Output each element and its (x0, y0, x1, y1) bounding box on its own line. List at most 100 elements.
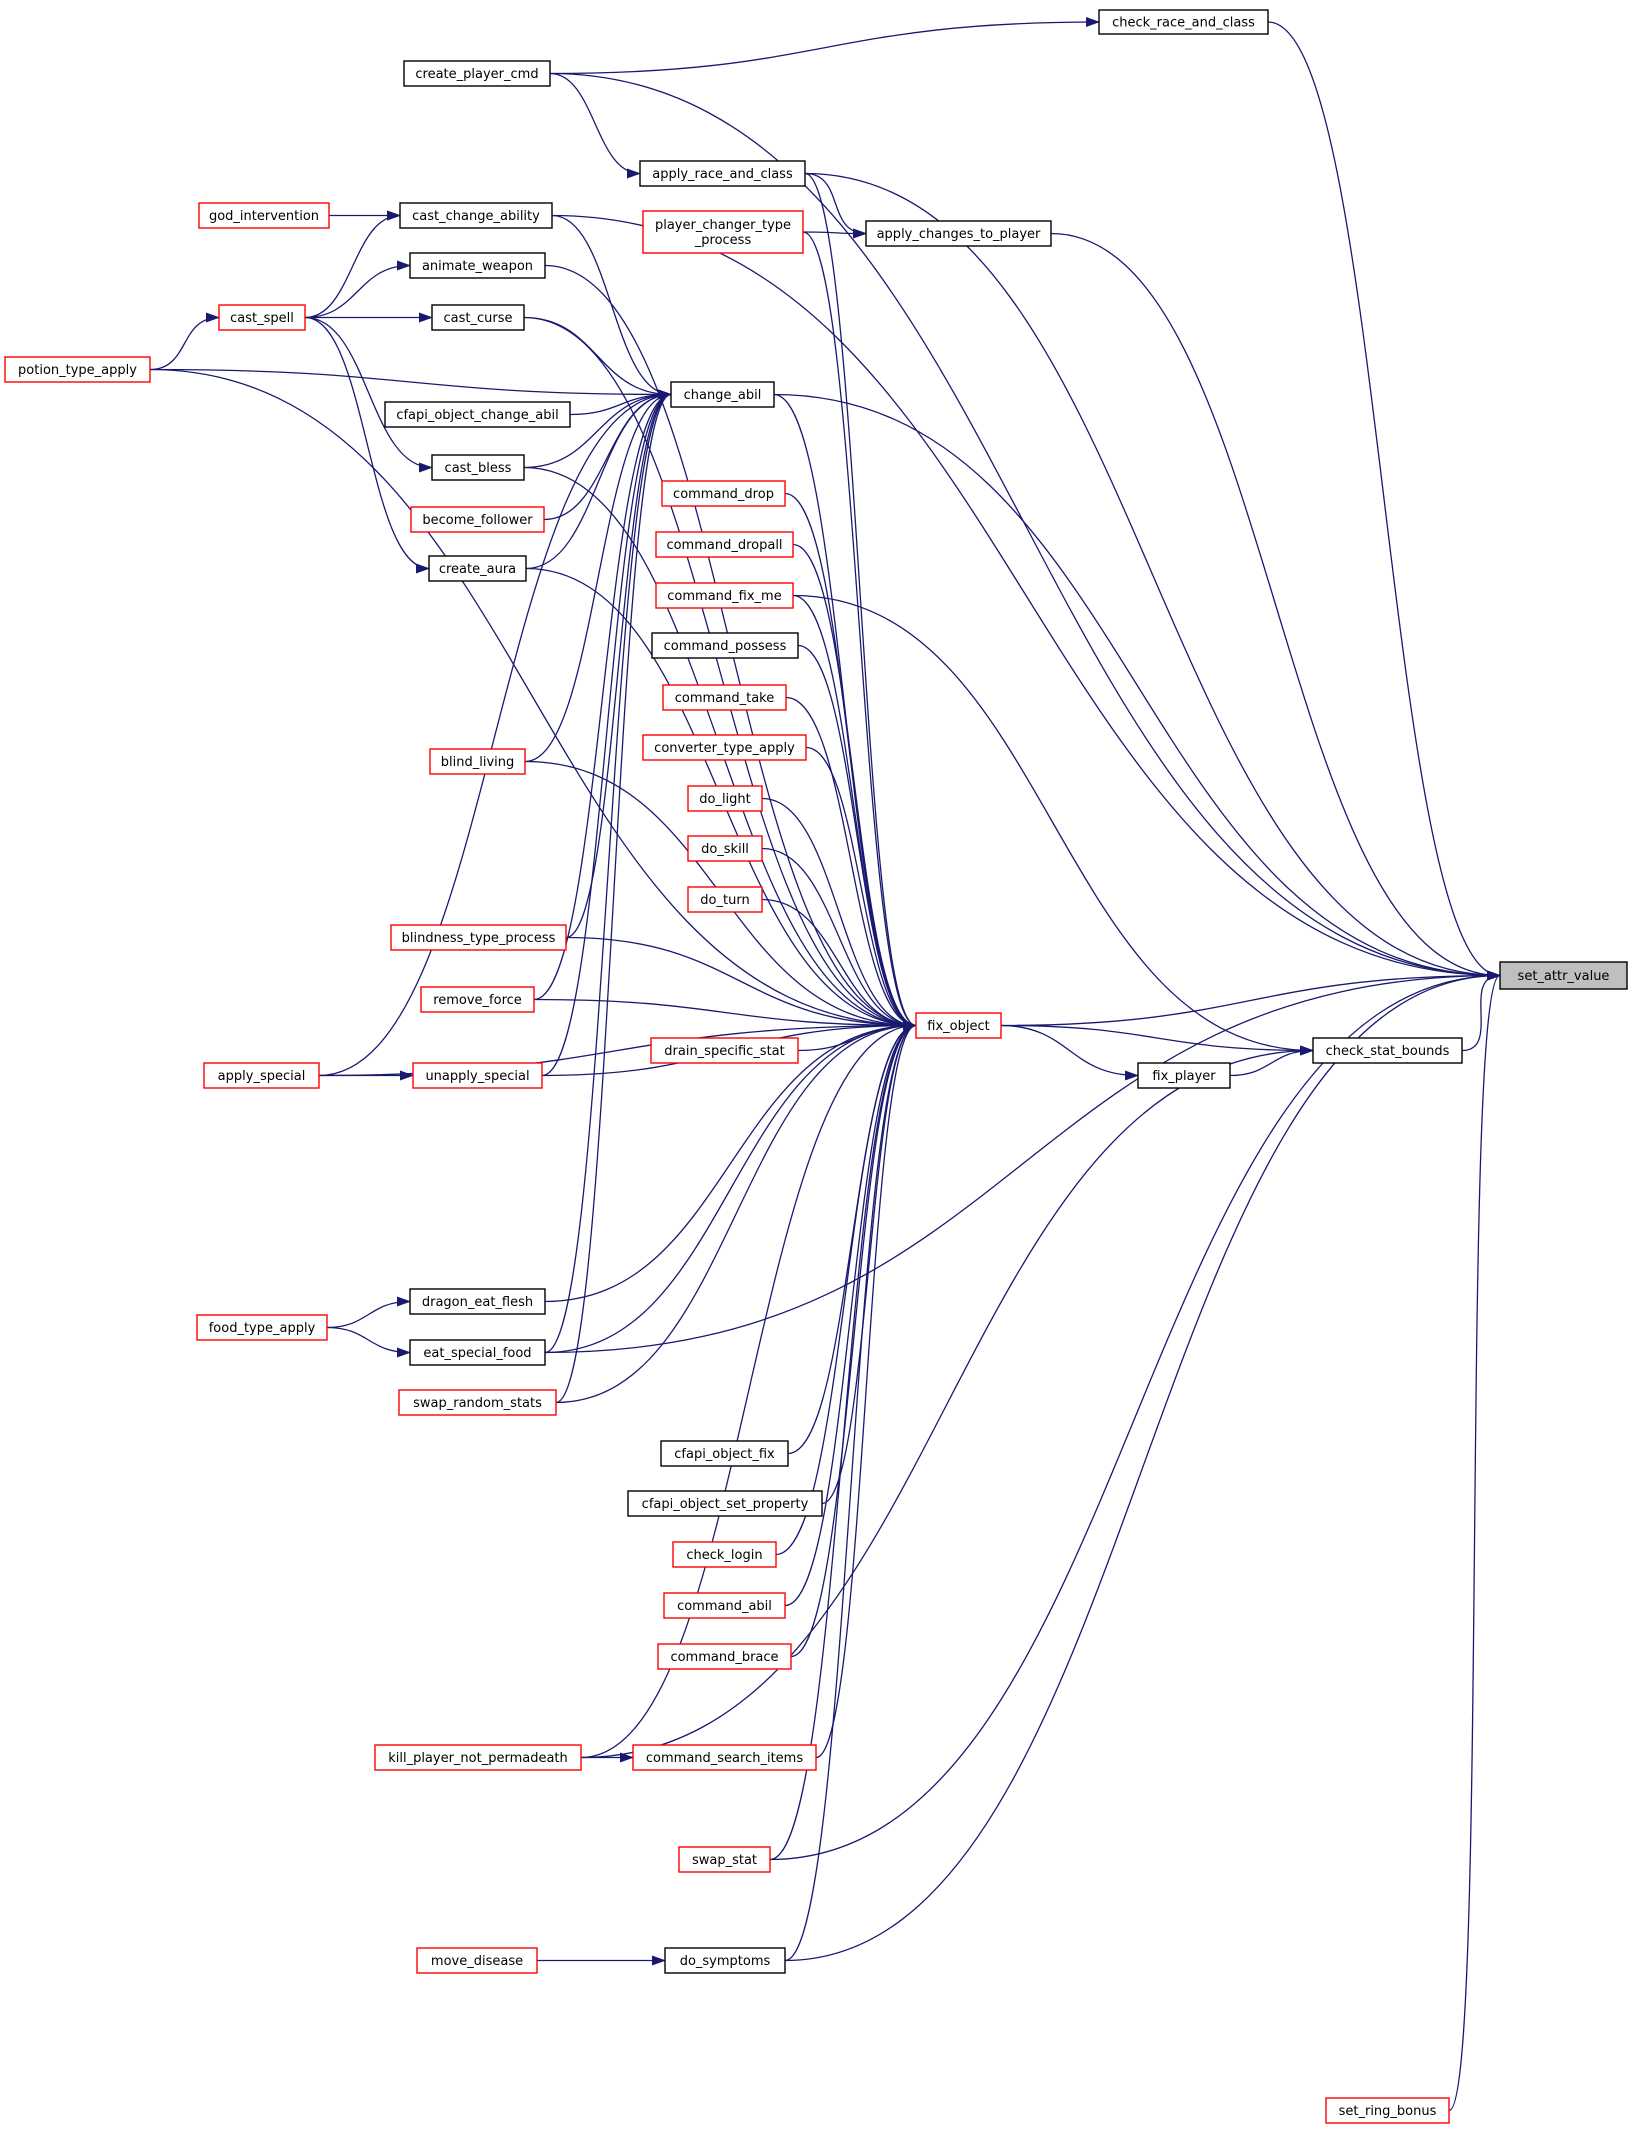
node-set-attr-value[interactable]: set_attr_value (1499, 961, 1628, 990)
node-label: fix_player (1152, 1069, 1216, 1084)
node-command-search-items[interactable]: command_search_items (632, 1744, 817, 1771)
node-label: swap_stat (692, 1853, 757, 1868)
node-potion-type-apply[interactable]: potion_type_apply (4, 356, 151, 383)
node-blindness-type-process[interactable]: blindness_type_process (390, 924, 567, 951)
node-command-drop[interactable]: command_drop (661, 480, 786, 507)
node-converter-type-apply[interactable]: converter_type_apply (642, 734, 807, 761)
edge-unapply_special-to-change_abil (541, 389, 672, 1077)
edge-create_player_cmd-to-set_attr_value (549, 72, 1501, 981)
node-drain-specific-stat[interactable]: drain_specific_stat (650, 1037, 799, 1064)
node-box (661, 480, 786, 507)
edge-swap_stat-to-set_attr_value (769, 970, 1501, 1861)
node-label: remove_force (433, 993, 522, 1008)
node-check-stat-bounds[interactable]: check_stat_bounds (1312, 1037, 1463, 1064)
node-remove-force[interactable]: remove_force (420, 986, 535, 1013)
node-label: command_take (675, 691, 775, 706)
node-fix-player[interactable]: fix_player (1137, 1062, 1231, 1089)
node-command-take[interactable]: command_take (662, 684, 787, 711)
node-label: move_disease (431, 1954, 523, 1969)
node-dragon-eat-flesh[interactable]: dragon_eat_flesh (409, 1288, 546, 1315)
node-cast-change-ability[interactable]: cast_change_ability (399, 202, 553, 229)
node-box (642, 734, 807, 761)
edge-command_fix_me-to-check_stat_bounds (792, 594, 1314, 1056)
node-cfapi-object-fix[interactable]: cfapi_object_fix (660, 1440, 789, 1467)
node-label: potion_type_apply (18, 363, 137, 378)
node-apply-special[interactable]: apply_special (203, 1062, 320, 1089)
node-fix-object[interactable]: fix_object (915, 1012, 1002, 1039)
node-label: do_symptoms (680, 1954, 771, 1969)
node-label: cfapi_object_change_abil (396, 408, 558, 423)
edge-blindness_type_process-to-fix_object (565, 936, 917, 1031)
node-command-fix-me[interactable]: command_fix_me (655, 582, 794, 609)
node-label: _process (694, 233, 752, 248)
edge-eat_special_food-to-change_abil (544, 389, 672, 1354)
node-box (1499, 961, 1628, 990)
node-do-skill[interactable]: do_skill (687, 835, 763, 862)
node-label: food_type_apply (209, 1321, 316, 1336)
node-box (196, 1314, 328, 1341)
node-label: kill_player_not_permadeath (388, 1751, 568, 1766)
node-box (651, 632, 799, 659)
node-box (4, 356, 151, 383)
node-label: eat_special_food (423, 1346, 531, 1361)
node-box (203, 1062, 320, 1089)
node-box (678, 1846, 771, 1873)
node-command-abil[interactable]: command_abil (663, 1592, 786, 1619)
node-box (915, 1012, 1002, 1039)
node-swap-random-stats[interactable]: swap_random_stats (398, 1389, 557, 1416)
node-apply-changes-to-player[interactable]: apply_changes_to_player (865, 220, 1052, 247)
node-kill-player-not-permadeath[interactable]: kill_player_not_permadeath (374, 1744, 582, 1771)
node-label: swap_random_stats (413, 1396, 542, 1411)
node-box (670, 381, 775, 408)
node-cast-spell[interactable]: cast_spell (218, 304, 306, 331)
node-unapply-special[interactable]: unapply_special (412, 1062, 543, 1089)
node-box (865, 220, 1052, 247)
node-set-ring-bonus[interactable]: set_ring_bonus (1325, 2097, 1450, 2124)
node-eat-special-food[interactable]: eat_special_food (409, 1339, 546, 1366)
node-box (398, 1389, 557, 1416)
edge-apply_race_and_class-to-fix_object (804, 172, 917, 1031)
node-do-symptoms[interactable]: do_symptoms (664, 1947, 786, 1974)
node-box (1098, 9, 1269, 35)
node-god-intervention[interactable]: god_intervention (198, 202, 330, 229)
edge-cast_spell-to-animate_weapon (304, 260, 411, 319)
node-label: check_login (686, 1548, 762, 1563)
node-blind-living[interactable]: blind_living (429, 748, 526, 775)
node-command-dropall[interactable]: command_dropall (655, 531, 794, 558)
node-box (1137, 1062, 1231, 1089)
edge-change_abil-to-set_attr_value (773, 393, 1501, 981)
edge-check_race_and_class-to-set_attr_value (1267, 21, 1501, 981)
node-label: dragon_eat_flesh (422, 1295, 533, 1310)
node-cast-bless[interactable]: cast_bless (431, 454, 525, 481)
edge-layer (149, 17, 1501, 2112)
node-swap-stat[interactable]: swap_stat (678, 1846, 771, 1873)
node-do-turn[interactable]: do_turn (687, 886, 763, 913)
node-move-disease[interactable]: move_disease (416, 1947, 538, 1974)
edge-cast_bless-to-change_abil (523, 389, 672, 469)
node-label: blind_living (441, 755, 515, 770)
node-apply-race-and-class[interactable]: apply_race_and_class (639, 160, 806, 187)
node-cfapi-object-set-property[interactable]: cfapi_object_set_property (627, 1490, 823, 1517)
edge-potion_type_apply-to-change_abil (149, 368, 672, 400)
node-box (657, 1643, 792, 1670)
node-food-type-apply[interactable]: food_type_apply (196, 1314, 328, 1341)
node-cast-curse[interactable]: cast_curse (431, 304, 525, 331)
edge-cast_curse-to-fix_object (523, 316, 917, 1031)
edge-cast_curse-to-change_abil (523, 316, 672, 400)
node-change-abil[interactable]: change_abil (670, 381, 775, 408)
node-command-possess[interactable]: command_possess (651, 632, 799, 659)
node-label: create_player_cmd (415, 67, 538, 82)
edge-food_type_apply-to-eat_special_food (326, 1326, 411, 1358)
node-create-player-cmd[interactable]: create_player_cmd (403, 60, 551, 87)
node-command-brace[interactable]: command_brace (657, 1643, 792, 1670)
node-label: do_skill (701, 842, 749, 857)
node-create-aura[interactable]: create_aura (428, 555, 527, 582)
node-animate-weapon[interactable]: animate_weapon (409, 252, 546, 279)
edge-command_dropall-to-fix_object (792, 543, 917, 1031)
node-do-light[interactable]: do_light (687, 785, 763, 812)
node-become-follower[interactable]: become_follower (410, 506, 545, 533)
node-player-changer-type-process[interactable]: player_changer_type_process (642, 210, 804, 254)
node-cfapi-object-change-abil[interactable]: cfapi_object_change_abil (384, 401, 571, 428)
node-check-race-and-class[interactable]: check_race_and_class (1098, 9, 1269, 35)
node-check-login[interactable]: check_login (672, 1541, 777, 1568)
